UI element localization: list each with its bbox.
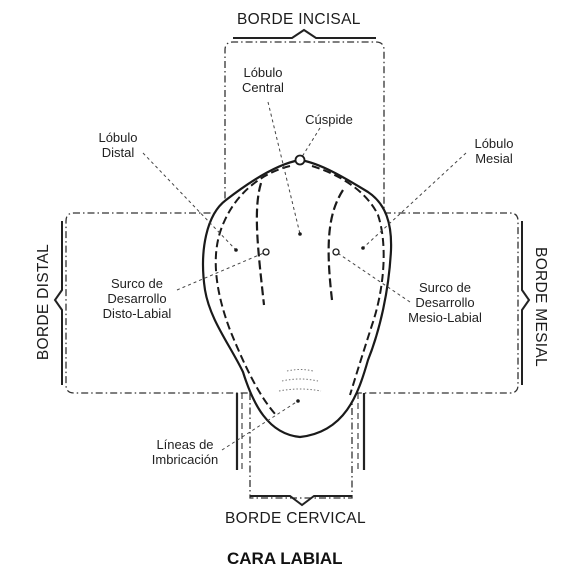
mesio-labial-groove-marker	[332, 248, 340, 256]
disto-labial-groove-marker	[262, 248, 270, 256]
mesial-brace	[521, 221, 531, 385]
incisal-edge-label: BORDE INCISAL	[237, 11, 361, 28]
leader-lines	[142, 101, 467, 451]
mesial-edge-label: BORDE MESIAL	[532, 247, 549, 367]
crown-outline	[201, 158, 393, 439]
mesial-frame	[352, 212, 519, 394]
distal-brace	[53, 221, 63, 385]
incisal-brace	[233, 28, 376, 39]
disto-labial-groove-label: Surco de Desarrollo Disto-Labial	[102, 276, 172, 321]
diagram-title: CARA LABIAL	[227, 549, 343, 568]
root-outline	[235, 393, 366, 470]
cervical-brace	[250, 495, 352, 507]
cusp-label: Cúspide	[305, 112, 353, 127]
point-markers	[234, 154, 365, 403]
cervical-edge-label: BORDE CERVICAL	[225, 510, 366, 527]
distal-lobe-marker	[234, 248, 238, 252]
imbrication-lines	[278, 369, 322, 392]
distal-edge-label: BORDE DISTAL	[35, 243, 52, 361]
central-lobe-label: Lóbulo Central	[242, 65, 284, 95]
inner-contours	[214, 165, 385, 416]
cervical-frame	[249, 393, 353, 499]
distal-lobe-label: Lóbulo Distal	[98, 130, 138, 160]
imbrication-marker	[296, 399, 300, 403]
disto-labial-groove	[255, 182, 266, 306]
distal-frame	[65, 212, 250, 394]
central-lobe-marker	[298, 232, 302, 236]
imbrication-lines-label: Líneas de Imbricación	[151, 437, 219, 467]
edge-braces	[53, 28, 531, 507]
mesial-lobe-label: Lóbulo Mesial	[474, 136, 514, 166]
incisal-frame	[224, 41, 385, 213]
outline-frames	[65, 41, 519, 499]
developmental-grooves	[255, 182, 344, 306]
cusp-marker	[294, 154, 306, 166]
mesial-lobe-marker	[361, 246, 365, 250]
mesio-labial-groove-label: Surco de Desarrollo Mesio-Labial	[408, 280, 482, 325]
mesio-labial-groove	[327, 189, 344, 301]
